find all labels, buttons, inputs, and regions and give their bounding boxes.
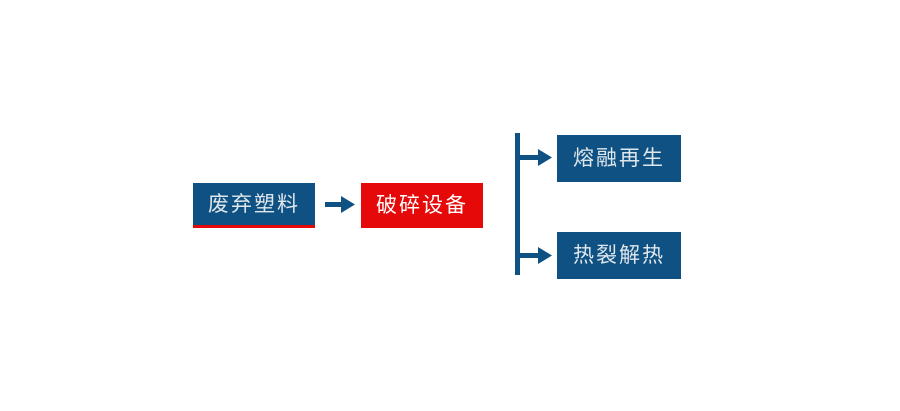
node-melt-regeneration-label: 熔融再生 [573,146,665,170]
node-waste-plastic-label: 废弃塑料 [208,191,300,216]
branch-bracket-icon [515,133,520,275]
node-crushing-equipment-label: 破碎设备 [376,193,468,217]
node-pyrolysis[interactable]: 热裂解热 [557,232,681,279]
arrow-branch-bottom-icon [518,247,552,264]
node-pyrolysis-label: 热裂解热 [573,243,665,267]
node-crushing-equipment[interactable]: 破碎设备 [361,183,483,228]
node-melt-regeneration[interactable]: 熔融再生 [557,135,681,182]
arrow-branch-top-icon [518,149,552,166]
arrow-source-to-process-icon [325,196,355,213]
node-waste-plastic[interactable]: 废弃塑料 [193,183,315,228]
